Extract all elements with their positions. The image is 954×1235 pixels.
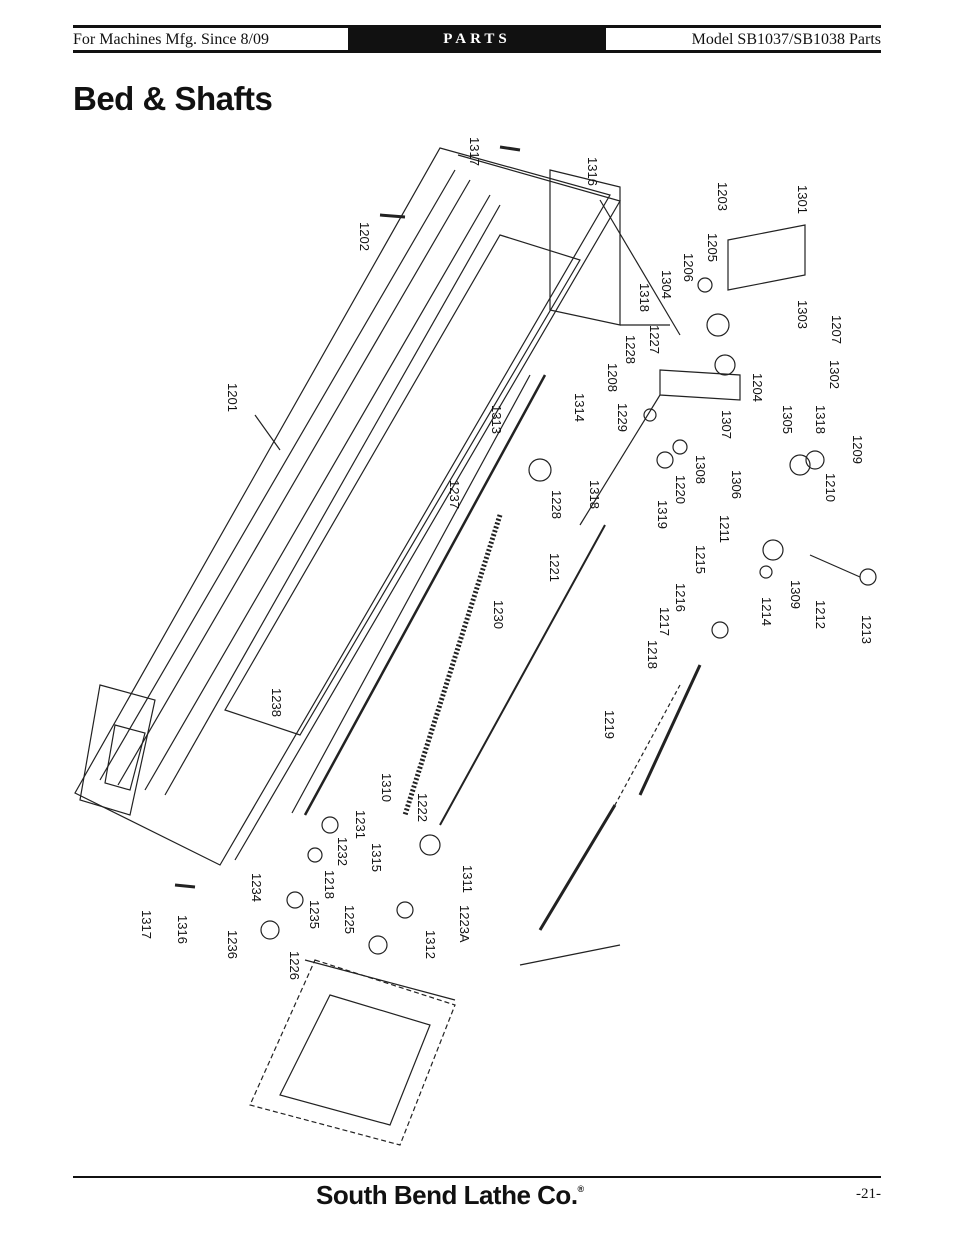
part-callout-1222: 1222 (415, 793, 430, 822)
page-header: For Machines Mfg. Since 8/09 PARTS Model… (73, 25, 881, 53)
footer-rule (73, 1176, 881, 1178)
header-section-label: PARTS (348, 28, 606, 50)
part-callout-1302: 1302 (827, 360, 842, 389)
registered-mark: ® (577, 1184, 585, 1194)
part-callout-1218: 1218 (645, 640, 660, 669)
gearbox-housing (659, 369, 741, 401)
part-callout-1202: 1202 (357, 222, 372, 251)
part-callout-1212: 1212 (813, 600, 828, 629)
part-callout-1218: 1218 (322, 870, 337, 899)
part-callout-1209: 1209 (850, 435, 865, 464)
part-callout-1312: 1312 (423, 930, 438, 959)
part-callout-1318: 1318 (587, 480, 602, 509)
part-callout-1203: 1203 (715, 182, 730, 211)
part-callout-1232: 1232 (335, 837, 350, 866)
part-callout-1310: 1310 (379, 773, 394, 802)
part-callout-1315: 1315 (369, 843, 384, 872)
part-callout-1205: 1205 (705, 233, 720, 262)
part-callout-1226: 1226 (287, 951, 302, 980)
part-callout-1308: 1308 (693, 455, 708, 484)
part-callout-1306: 1306 (729, 470, 744, 499)
brand-name: South Bend Lathe Co. (316, 1180, 578, 1210)
part-callout-1304: 1304 (659, 270, 674, 299)
header-model: Model SB1037/SB1038 Parts (691, 31, 881, 48)
part-callout-1318: 1318 (637, 283, 652, 312)
part-callout-1235: 1235 (307, 900, 322, 929)
part-callout-1206: 1206 (681, 253, 696, 282)
part-callout-1314: 1314 (572, 393, 587, 422)
part-callout-1319: 1319 (655, 500, 670, 529)
part-callout-1217: 1217 (657, 607, 672, 636)
part-callout-1230: 1230 (491, 600, 506, 629)
part-callout-1207: 1207 (829, 315, 844, 344)
part-callout-1201: 1201 (225, 383, 240, 412)
page-number: -21- (856, 1186, 881, 1202)
part-callout-1237: 1237 (447, 480, 462, 509)
part-callout-1317: 1317 (467, 137, 482, 166)
part-callout-1316: 1316 (585, 157, 600, 186)
part-callout-1313: 1313 (489, 405, 504, 434)
part-callout-1214: 1214 (759, 597, 774, 626)
part-callout-1307: 1307 (719, 410, 734, 439)
lathe-bed (74, 147, 611, 866)
feed-rod (439, 524, 606, 826)
part-callout-1211: 1211 (717, 515, 732, 543)
part-callout-1219: 1219 (602, 710, 617, 739)
part-callout-1311: 1311 (460, 865, 475, 893)
part-callout-1215: 1215 (693, 545, 708, 574)
part-callout-1317: 1317 (139, 910, 154, 939)
part-callout-1208: 1208 (605, 363, 620, 392)
apron-assembly (249, 959, 456, 1146)
part-callout-1213: 1213 (859, 615, 874, 644)
part-callout-1216: 1216 (673, 583, 688, 612)
exploded-parts-diagram: 1201 1202 1317 1316 1203 1301 1205 1206 1304 1318… (74, 137, 877, 1146)
part-callout-1228: 1228 (623, 335, 638, 364)
part-callout-labels: 1201 1202 1317 1316 1203 1301 1205 1206 1304 1318… (139, 137, 874, 980)
part-callout-1228: 1228 (549, 490, 564, 519)
part-callout-1223A: 1223A (457, 905, 472, 943)
part-callout-1204: 1204 (750, 373, 765, 402)
part-callout-1236: 1236 (225, 930, 240, 959)
part-callout-1303: 1303 (795, 300, 810, 329)
header-machines-note: For Machines Mfg. Since 8/09 (73, 31, 269, 48)
lead-screw (303, 374, 547, 816)
part-callout-1227: 1227 (647, 325, 662, 354)
part-callout-1301: 1301 (795, 185, 810, 214)
part-callout-1309: 1309 (788, 580, 803, 609)
part-callout-1234: 1234 (249, 873, 264, 902)
part-callout-1220: 1220 (673, 475, 688, 504)
part-callout-1316: 1316 (175, 915, 190, 944)
part-callout-1221: 1221 (547, 553, 562, 582)
part-callout-1229: 1229 (615, 403, 630, 432)
part-callout-1318: 1318 (813, 405, 828, 434)
part-callout-1231: 1231 (353, 810, 368, 839)
footer-brand: South Bend Lathe Co.® (316, 1180, 584, 1211)
page-title: Bed & Shafts (73, 80, 273, 117)
part-callout-1225: 1225 (342, 905, 357, 934)
part-callout-1238: 1238 (269, 688, 284, 717)
part-callout-1305: 1305 (780, 405, 795, 434)
diagram-linework (74, 145, 877, 1146)
part-callout-1210: 1210 (823, 473, 838, 502)
